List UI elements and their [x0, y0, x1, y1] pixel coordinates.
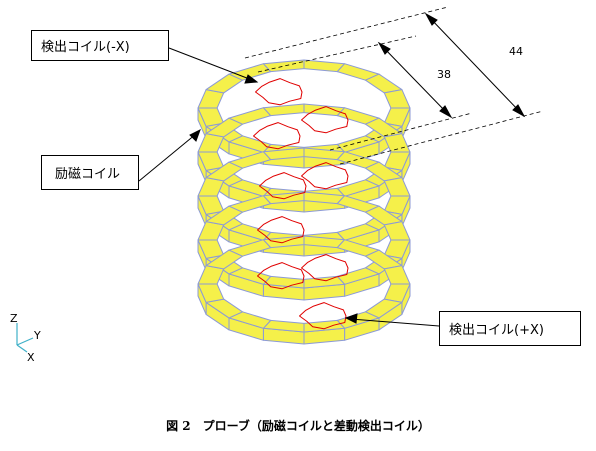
ring-segment — [197, 195, 225, 215]
ring-segment — [197, 107, 225, 127]
ring-segment — [383, 177, 411, 197]
dimension-44-label: 44 — [509, 45, 523, 58]
leader-excite — [138, 128, 201, 182]
axis-y-label: Y — [34, 329, 41, 342]
dimension-arrow-38 — [377, 41, 453, 119]
detect-coil-loop — [301, 162, 349, 190]
dimension-38-label: 38 — [437, 68, 451, 81]
excitation-coil-label: 励磁コイル — [41, 155, 139, 190]
axis-x-label: X — [27, 351, 35, 364]
ring-segment — [197, 239, 225, 259]
ring-segment — [262, 103, 305, 117]
excitation-coil-stack — [197, 59, 411, 345]
detect-coil-loop — [255, 78, 303, 106]
detect-coil-loop — [301, 106, 349, 134]
ring-segment — [383, 89, 411, 109]
axis-z-label: Z — [10, 312, 18, 325]
ring-segment — [383, 221, 411, 241]
detect-coil-loop — [257, 262, 305, 290]
excitation-ring — [197, 235, 411, 345]
detect-coil-loop — [299, 302, 347, 330]
dimension-arrow-44 — [424, 12, 526, 118]
detect-coil-loop — [301, 254, 349, 282]
detect-coil-plus-label: 検出コイル(+X) — [439, 311, 581, 346]
figure-caption: 図 2 プローブ（励磁コイルと差動検出コイル） — [166, 419, 430, 433]
ring-segment — [262, 59, 305, 73]
detect-coil-loop — [253, 122, 301, 150]
axis-triad — [16, 323, 34, 353]
ring-segment — [197, 151, 225, 171]
ring-segment — [383, 265, 411, 285]
leader-detect-minus — [168, 47, 259, 84]
detect-coil-loop — [257, 216, 305, 244]
dimension-lines — [244, 6, 544, 165]
leader-detect-plus — [344, 313, 440, 327]
detect-coil-loop — [259, 172, 307, 200]
detection-coils — [253, 78, 349, 330]
ring-segment — [197, 283, 225, 303]
detect-coil-minus-label: 検出コイル(-X) — [31, 30, 169, 61]
